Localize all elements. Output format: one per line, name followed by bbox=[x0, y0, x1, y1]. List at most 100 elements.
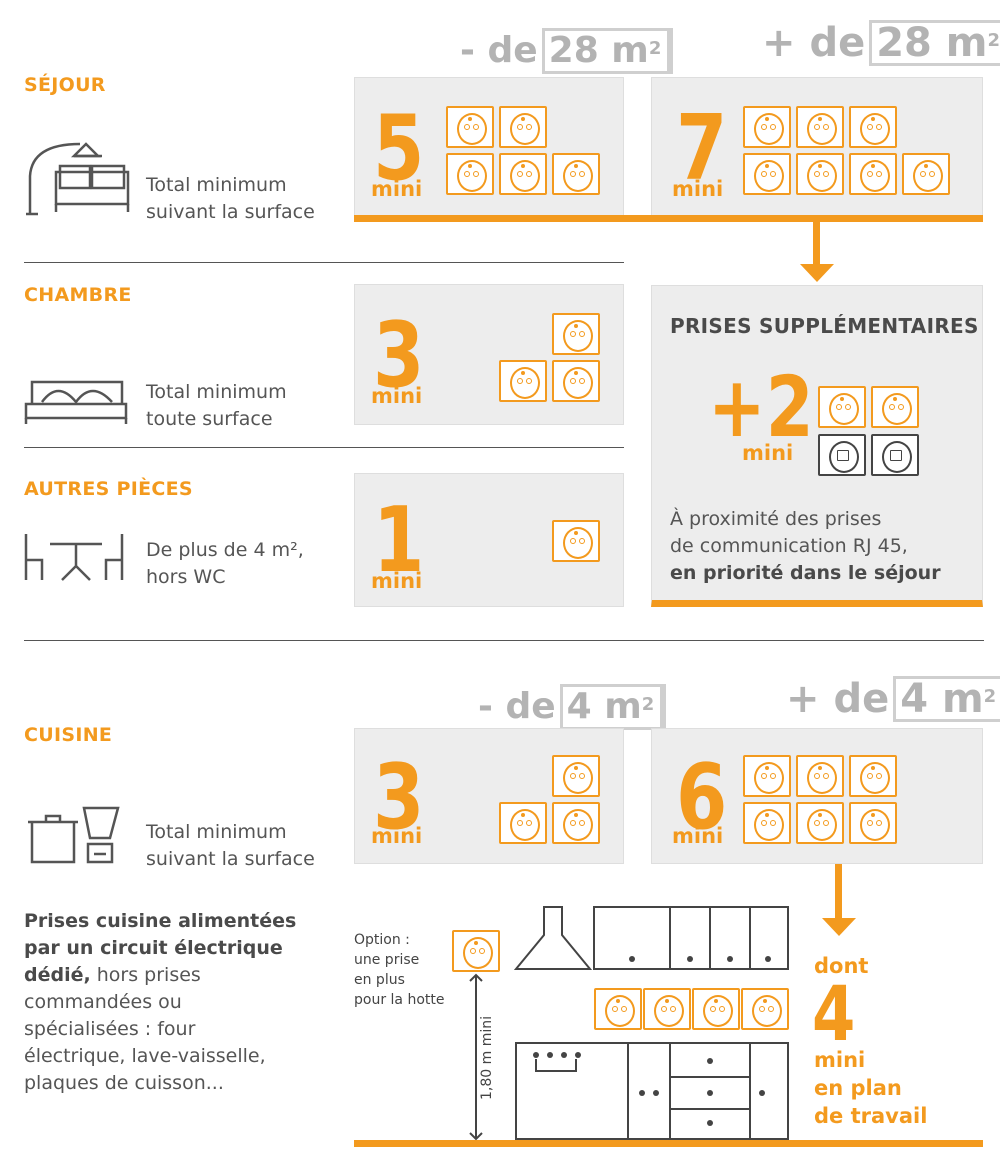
socket-icon bbox=[818, 386, 866, 428]
socket-icon bbox=[552, 520, 600, 562]
bed-icon bbox=[24, 380, 128, 424]
panel-cuisine-large: 6 mini bbox=[651, 728, 983, 864]
socket-icon bbox=[743, 755, 791, 797]
count-plan-travail: 4 bbox=[812, 969, 856, 1058]
socket-icon bbox=[643, 988, 691, 1030]
supp-title: PRISES SUPPLÉMENTAIRES bbox=[670, 314, 979, 338]
mini-label: mini bbox=[371, 824, 423, 848]
arrow-down-icon bbox=[800, 264, 834, 282]
socket-icon bbox=[796, 106, 844, 148]
mini-label: mini bbox=[371, 384, 423, 408]
dont-label: dont bbox=[814, 954, 869, 978]
socket-icon bbox=[796, 755, 844, 797]
mini-label: mini bbox=[672, 177, 724, 201]
supp-line-3: en priorité dans le séjour bbox=[670, 562, 941, 584]
socket-icon bbox=[743, 106, 791, 148]
note-line-3: dédié, hors prises bbox=[24, 964, 201, 986]
socket-icon bbox=[871, 386, 919, 428]
socket-icon bbox=[552, 755, 600, 797]
socket-icon bbox=[499, 106, 547, 148]
socket-icon bbox=[499, 153, 547, 195]
chambre-desc-2: toute surface bbox=[146, 408, 273, 430]
height-label: 1,80 m mini bbox=[479, 1016, 495, 1100]
sejour-desc-1: Total minimum bbox=[146, 174, 287, 196]
chambre-desc-1: Total minimum bbox=[146, 381, 287, 403]
mini-label: mini bbox=[371, 569, 423, 593]
divider bbox=[24, 640, 984, 641]
cuisine-note: Prises cuisine alimentées par un circuit… bbox=[24, 908, 296, 1097]
autres-title: AUTRES PIÈCES bbox=[24, 478, 193, 500]
note-line-6: électrique, lave-vaisselle, bbox=[24, 1045, 266, 1067]
autres-desc-1: De plus de 4 m², bbox=[146, 539, 304, 561]
socket-icon bbox=[499, 360, 547, 402]
socket-icon bbox=[552, 153, 600, 195]
socket-icon bbox=[743, 802, 791, 844]
panel-autres: 1 mini bbox=[354, 473, 624, 607]
socket-icon bbox=[796, 802, 844, 844]
note-line-7: plaques de cuisson... bbox=[24, 1072, 224, 1094]
arrow-stem bbox=[813, 220, 820, 266]
sejour-title: SÉJOUR bbox=[24, 74, 106, 96]
note-line-1: Prises cuisine alimentées bbox=[24, 910, 297, 932]
kitchen-illustration bbox=[469, 906, 789, 1141]
panel-sejour-large: 7 mini bbox=[651, 77, 983, 218]
mini-label: mini bbox=[672, 824, 724, 848]
cuisine-orange-bar bbox=[354, 1140, 983, 1147]
pot-blender-icon bbox=[28, 806, 120, 864]
count-cuisine-large: 6 bbox=[676, 745, 728, 850]
rj45-socket-icon bbox=[818, 434, 866, 476]
arrow-down-icon bbox=[822, 918, 856, 936]
socket-icon bbox=[499, 802, 547, 844]
note-line-4: commandées ou bbox=[24, 991, 182, 1013]
socket-icon bbox=[692, 988, 740, 1030]
arrow-stem bbox=[835, 864, 842, 920]
cuisine-desc-1: Total minimum bbox=[146, 821, 287, 843]
socket-icon bbox=[594, 988, 642, 1030]
sofa-lamp-icon bbox=[26, 142, 130, 216]
table-chairs-icon bbox=[24, 534, 124, 581]
autres-desc-2: hors WC bbox=[146, 566, 226, 588]
note-line-2: par un circuit électrique bbox=[24, 937, 283, 959]
socket-icon bbox=[849, 153, 897, 195]
plan-travail-label: mini en plan de travail bbox=[814, 1048, 928, 1128]
option-label: Option : une prise en plus pour la hotte bbox=[354, 932, 445, 1008]
panel-supp: PRISES SUPPLÉMENTAIRES +2 mini À proximi… bbox=[651, 285, 983, 607]
supp-line-2: de communication RJ 45, bbox=[670, 535, 908, 557]
socket-icon bbox=[743, 153, 791, 195]
sejour-orange-bar bbox=[354, 215, 983, 222]
mini-label: mini bbox=[371, 177, 423, 201]
socket-icon bbox=[446, 106, 494, 148]
socket-icon bbox=[902, 153, 950, 195]
socket-icon bbox=[741, 988, 789, 1030]
socket-icon bbox=[796, 153, 844, 195]
socket-icon bbox=[446, 153, 494, 195]
socket-icon bbox=[552, 313, 600, 355]
count-chambre: 3 bbox=[373, 303, 425, 408]
socket-icon bbox=[849, 755, 897, 797]
count-sejour-large: 7 bbox=[676, 96, 728, 201]
count-autres: 1 bbox=[373, 488, 425, 593]
count-sejour-small: 5 bbox=[373, 96, 425, 201]
rj45-socket-icon bbox=[871, 434, 919, 476]
count-supp: +2 bbox=[708, 358, 814, 456]
note-line-5: spécialisées : four bbox=[24, 1018, 196, 1040]
mini-label: mini bbox=[742, 441, 794, 465]
socket-icon bbox=[849, 802, 897, 844]
panel-chambre: 3 mini bbox=[354, 284, 624, 425]
divider bbox=[24, 262, 624, 263]
socket-icon bbox=[552, 802, 600, 844]
socket-icon bbox=[452, 930, 500, 972]
cuisine-desc-2: suivant la surface bbox=[146, 848, 315, 870]
panel-sejour-small: 5 mini bbox=[354, 77, 624, 218]
chambre-title: CHAMBRE bbox=[24, 284, 132, 306]
divider bbox=[24, 447, 624, 448]
sejour-desc-2: suivant la surface bbox=[146, 201, 315, 223]
supp-line-1: À proximité des prises bbox=[670, 508, 882, 530]
socket-icon bbox=[849, 106, 897, 148]
socket-icon bbox=[552, 360, 600, 402]
cuisine-title: CUISINE bbox=[24, 724, 113, 746]
